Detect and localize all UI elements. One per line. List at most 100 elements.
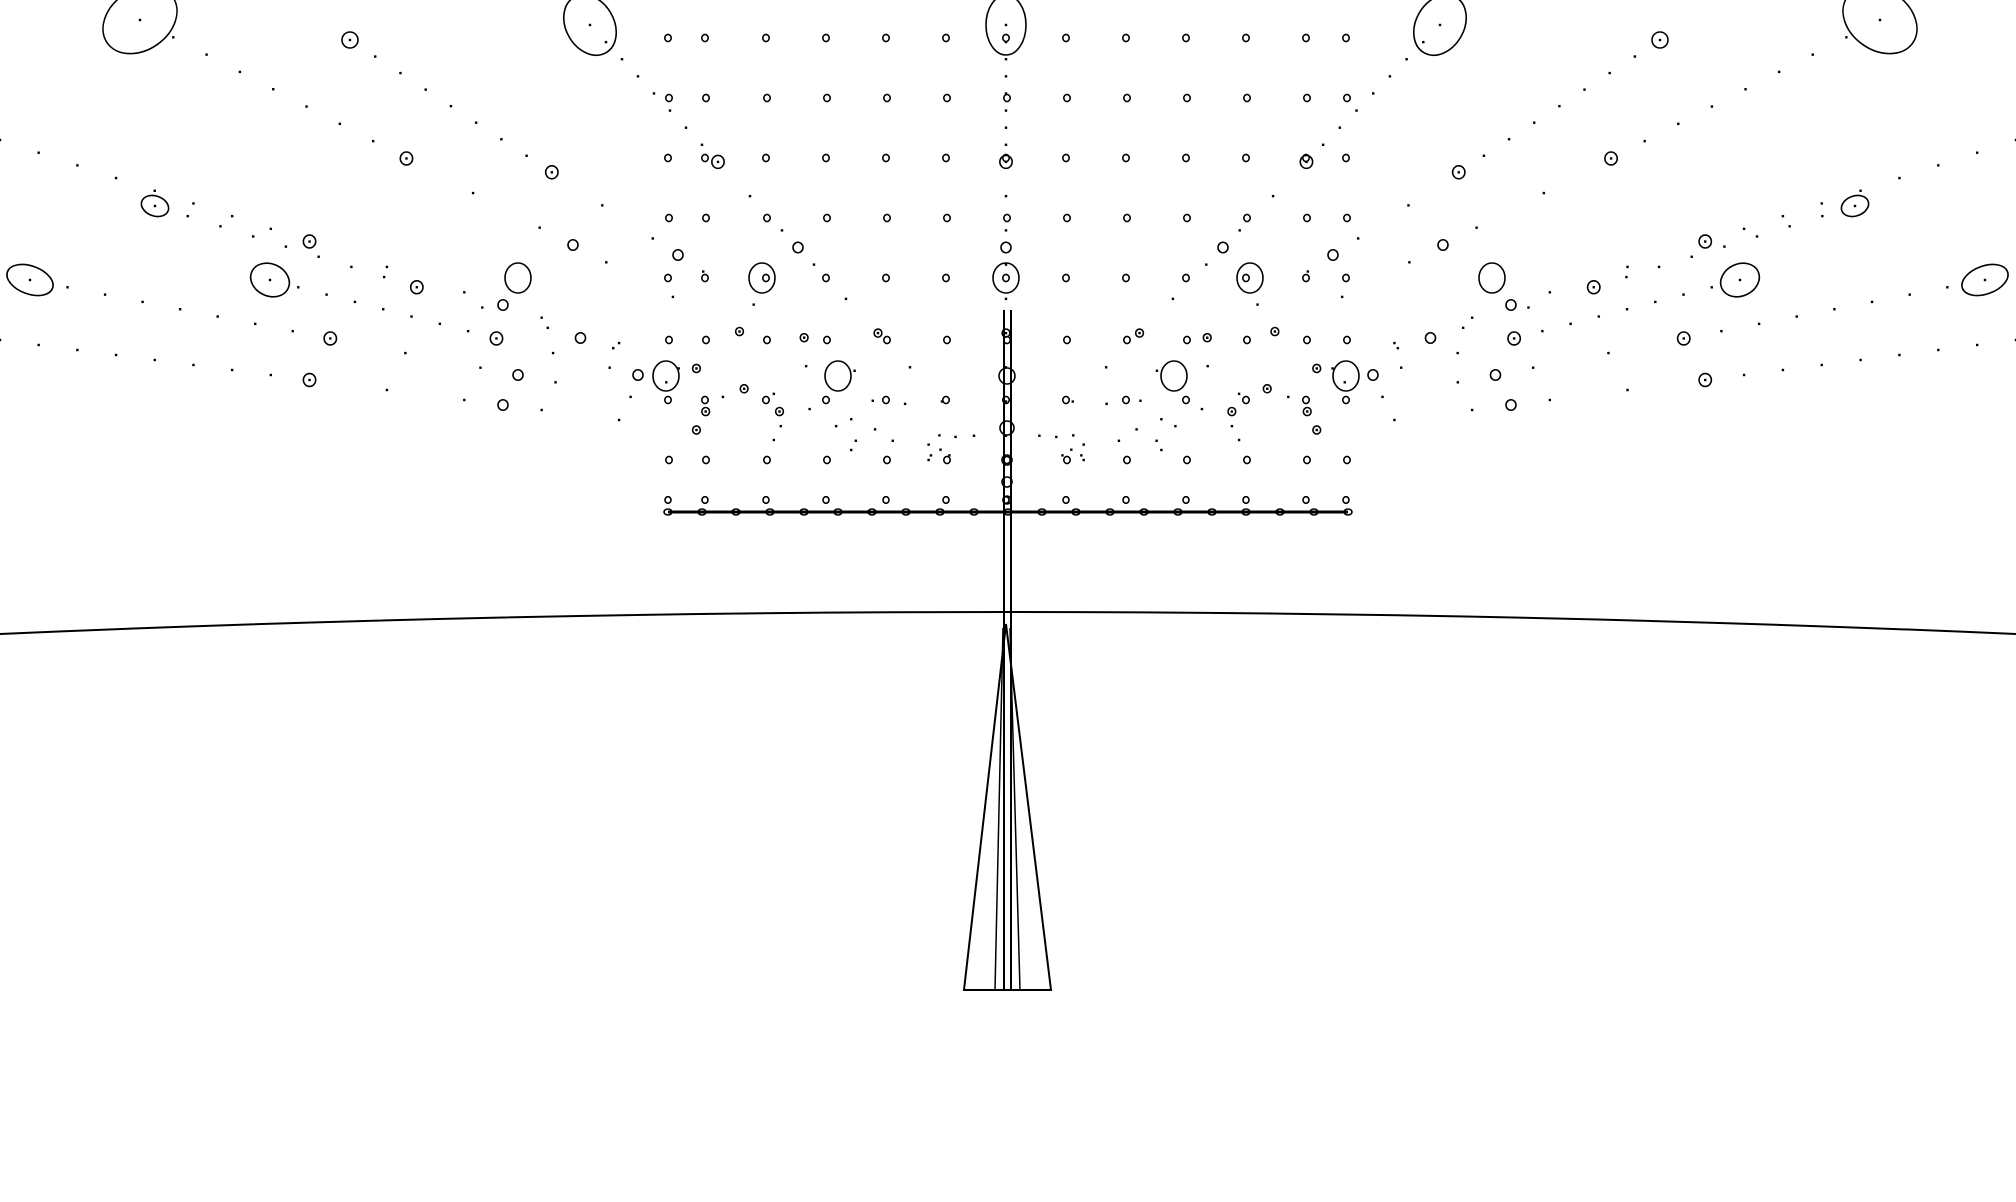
crossbar-node bbox=[901, 508, 911, 516]
spoke-dot bbox=[1004, 400, 1008, 403]
spoke-node bbox=[1698, 372, 1713, 388]
spoke-dot bbox=[284, 245, 288, 248]
spoke-dot bbox=[588, 23, 592, 27]
spoke-dot bbox=[1626, 388, 1629, 392]
spoke-dot bbox=[348, 38, 352, 42]
spoke-dot bbox=[1287, 395, 1290, 399]
spoke-dot bbox=[1405, 58, 1408, 61]
spoke-dot bbox=[382, 275, 386, 279]
spoke-node bbox=[497, 298, 509, 312]
spoke-dot bbox=[550, 171, 554, 174]
grid-node bbox=[1343, 93, 1352, 103]
spoke-dot bbox=[308, 378, 311, 382]
grid-node bbox=[1302, 33, 1311, 43]
spoke-dot bbox=[1531, 366, 1535, 369]
grid-node bbox=[1122, 273, 1131, 283]
grid-node bbox=[700, 273, 709, 283]
grid-node bbox=[1242, 495, 1250, 505]
spoke-dot bbox=[1541, 329, 1544, 333]
spoke-dot bbox=[1055, 435, 1058, 439]
grid-node bbox=[881, 33, 890, 43]
grid-node bbox=[822, 495, 830, 505]
spoke-dot bbox=[1878, 18, 1882, 22]
spoke-dot bbox=[254, 322, 257, 326]
grid-node bbox=[1062, 495, 1070, 505]
spoke-dot bbox=[371, 139, 375, 143]
spoke-dot bbox=[1470, 408, 1474, 412]
mast-node bbox=[1001, 454, 1013, 466]
spoke-dot bbox=[153, 204, 157, 208]
grid-node bbox=[1342, 153, 1351, 163]
spoke-dot bbox=[192, 363, 195, 367]
radial-ellipse-spokes bbox=[0, 0, 2016, 462]
spoke-dot bbox=[1781, 214, 1785, 218]
spoke-dot bbox=[1548, 398, 1552, 402]
spoke-node bbox=[873, 328, 883, 338]
grid-node bbox=[701, 455, 710, 465]
spoke-end-ellipse bbox=[1842, 0, 1918, 55]
spoke-node bbox=[1489, 368, 1502, 382]
spoke-end-ellipse bbox=[341, 31, 359, 49]
grid-node bbox=[882, 455, 891, 465]
spoke-dot bbox=[538, 226, 541, 229]
spoke-dot bbox=[1946, 286, 1949, 289]
spoke-end-ellipse bbox=[249, 262, 291, 298]
spoke-dot bbox=[1117, 439, 1121, 442]
spoke-dot bbox=[1710, 105, 1714, 108]
spoke-node bbox=[1312, 425, 1322, 435]
mid-ellipse bbox=[504, 262, 532, 294]
spoke-dot bbox=[1482, 154, 1486, 157]
grid-node bbox=[1062, 273, 1071, 283]
grid-node bbox=[821, 153, 830, 163]
spoke-dot bbox=[1757, 322, 1761, 326]
spoke-node bbox=[1676, 331, 1691, 346]
spoke-dot bbox=[700, 143, 704, 147]
spoke-node bbox=[701, 406, 711, 417]
grid-node bbox=[1342, 273, 1351, 283]
grid-node bbox=[821, 395, 830, 405]
grid-node bbox=[701, 213, 710, 223]
spoke-dot bbox=[1082, 443, 1085, 446]
spoke-dot bbox=[114, 176, 118, 180]
mast-node bbox=[1001, 476, 1013, 488]
spoke-dot bbox=[1072, 434, 1075, 437]
spoke-dot bbox=[385, 388, 389, 392]
spoke-dot bbox=[652, 92, 656, 95]
spoke-node bbox=[1698, 234, 1713, 249]
spoke-dot bbox=[844, 297, 848, 301]
spoke-dot bbox=[172, 36, 175, 39]
spoke-dot bbox=[1388, 75, 1392, 78]
grid-node bbox=[1122, 33, 1131, 43]
spoke-node bbox=[323, 331, 338, 346]
spoke-dot bbox=[617, 418, 621, 422]
crossbar-node bbox=[833, 508, 843, 516]
spoke-dot bbox=[1372, 92, 1375, 95]
spoke-dot bbox=[1438, 23, 1442, 27]
grid-node bbox=[821, 273, 830, 283]
spoke-dot bbox=[834, 424, 838, 428]
spoke-dot bbox=[230, 214, 234, 218]
grid-node bbox=[1342, 33, 1351, 43]
grid-node bbox=[1303, 455, 1312, 465]
grid-node bbox=[1182, 33, 1191, 43]
grid-node bbox=[700, 33, 709, 43]
grid-node bbox=[941, 395, 950, 405]
spoke-dot bbox=[350, 265, 353, 269]
grid-node bbox=[664, 495, 672, 505]
spoke-dot bbox=[1461, 326, 1465, 330]
spoke-dot bbox=[1507, 138, 1511, 141]
spoke-dot bbox=[1898, 176, 1901, 180]
grid-node bbox=[700, 153, 709, 163]
spoke-dot bbox=[1070, 448, 1073, 451]
grid-node bbox=[882, 213, 891, 223]
grid-node bbox=[1303, 335, 1312, 345]
grid-node bbox=[1062, 395, 1071, 405]
spoke-node bbox=[1302, 406, 1312, 417]
spoke-dot bbox=[37, 343, 40, 347]
grid-node bbox=[664, 335, 673, 345]
grid-node bbox=[1123, 213, 1132, 223]
spoke-dot bbox=[291, 329, 294, 333]
crossbar-node bbox=[1037, 508, 1047, 516]
grid-node bbox=[1182, 395, 1191, 405]
